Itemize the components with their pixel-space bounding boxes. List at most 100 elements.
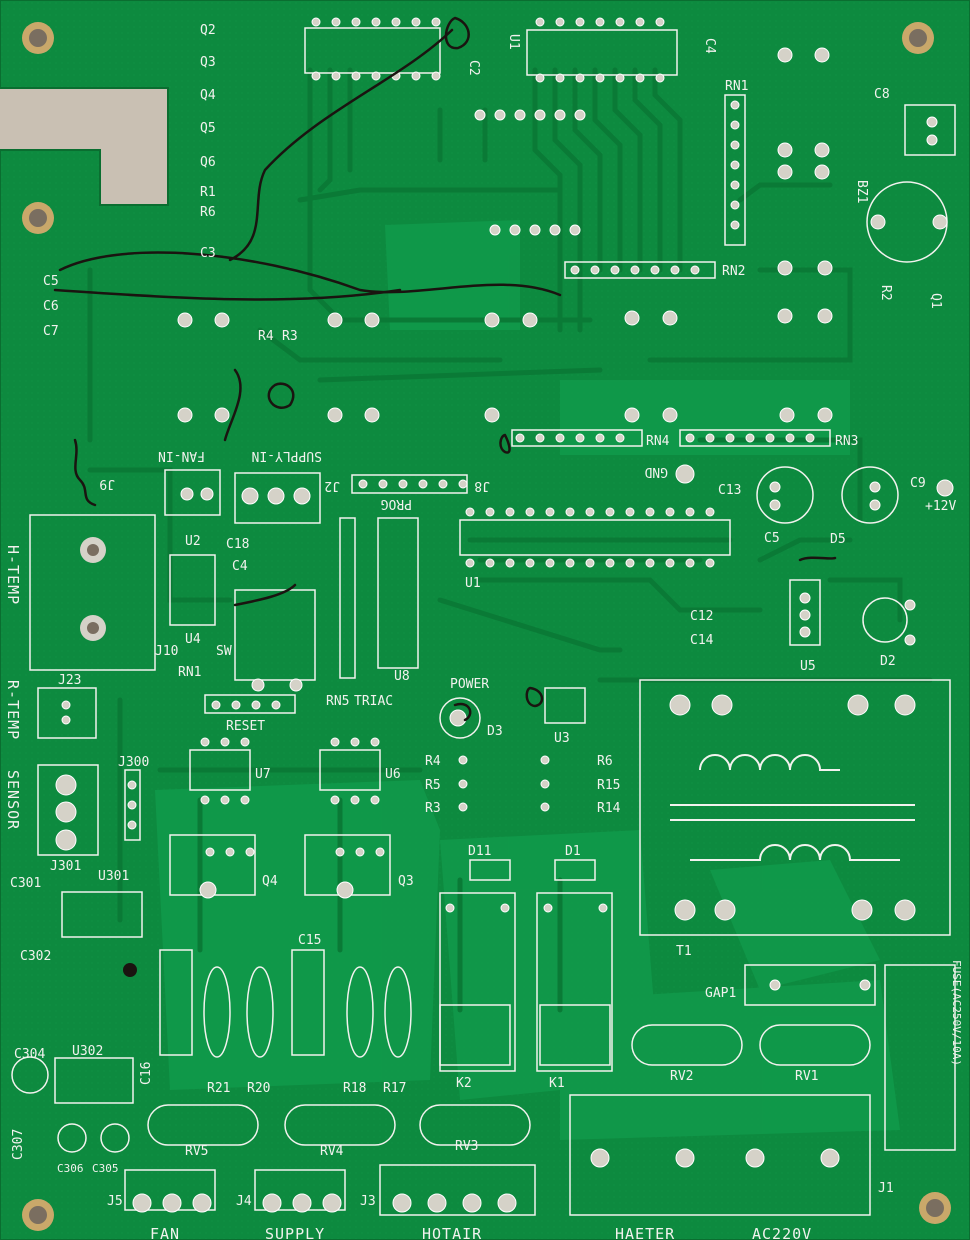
label-q4b: Q4 bbox=[262, 874, 278, 889]
label-q2: Q2 bbox=[200, 23, 216, 38]
label-rv1: RV1 bbox=[795, 1069, 818, 1084]
label-q5: Q5 bbox=[200, 121, 216, 136]
label-reset: RESET bbox=[226, 719, 265, 734]
label-r6: R6 bbox=[200, 205, 216, 220]
label-gap1: GAP1 bbox=[705, 986, 736, 1001]
label-q3: Q3 bbox=[200, 55, 216, 70]
label-rn1-top: RN1 bbox=[725, 79, 748, 94]
label-d5: D5 bbox=[830, 532, 846, 547]
label-d2: D2 bbox=[880, 654, 896, 669]
copper-pours bbox=[155, 220, 900, 1140]
label-rn4: RN4 bbox=[646, 434, 670, 449]
label-j4: J4 bbox=[236, 1194, 252, 1209]
label-fan: FAN bbox=[150, 1225, 180, 1240]
label-r1: R1 bbox=[200, 185, 216, 200]
label-u3: U3 bbox=[554, 731, 570, 746]
label-c305: C305 bbox=[92, 1162, 119, 1175]
label-j10: J10 bbox=[155, 644, 178, 659]
label-k2: K2 bbox=[456, 1076, 472, 1091]
label-d1: D1 bbox=[565, 844, 581, 859]
transformer-symbol bbox=[670, 754, 915, 861]
label-j1: J1 bbox=[878, 1181, 894, 1196]
label-c302: C302 bbox=[20, 949, 51, 964]
label-u302: U302 bbox=[72, 1044, 103, 1059]
label-r17: R17 bbox=[383, 1081, 406, 1096]
label-c304: C304 bbox=[14, 1047, 45, 1062]
ink-dot bbox=[123, 963, 137, 977]
label-j301: J301 bbox=[50, 859, 81, 874]
label-u8: U8 bbox=[394, 669, 410, 684]
label-j9: J9 bbox=[99, 476, 115, 491]
label-c13: C13 bbox=[718, 483, 741, 498]
label-ac220v: AC220V bbox=[752, 1225, 812, 1240]
label-rn3: RN3 bbox=[835, 434, 858, 449]
label-r18: R18 bbox=[343, 1081, 366, 1096]
label-h-temp: H-TEMP bbox=[4, 545, 22, 605]
label-j300: J300 bbox=[118, 755, 149, 770]
label-c15: C15 bbox=[298, 933, 321, 948]
label-r4: R4 bbox=[258, 329, 274, 344]
pads bbox=[55, 17, 954, 1213]
label-q3b: Q3 bbox=[398, 874, 414, 889]
label-u4: U4 bbox=[185, 632, 201, 647]
label-c306: C306 bbox=[57, 1162, 84, 1175]
label-c9: C9 bbox=[910, 476, 926, 491]
label-u1-top: U1 bbox=[506, 34, 521, 50]
label-fuse: FUSE(AC250V/10A) bbox=[950, 960, 963, 1066]
label-c6: C6 bbox=[43, 299, 59, 314]
label-c7: C7 bbox=[43, 324, 59, 339]
label-u5: U5 bbox=[800, 659, 816, 674]
label-bz1: BZ1 bbox=[854, 180, 869, 203]
label-r4b: R4 bbox=[425, 754, 441, 769]
silkscreen-labels: Q2 Q3 Q4 Q5 Q6 R1 R6 C3 C5 C6 C7 C2 U1 C… bbox=[4, 23, 963, 1240]
label-c301: C301 bbox=[10, 876, 41, 891]
label-c4-top: C4 bbox=[702, 38, 717, 54]
label-q4: Q4 bbox=[200, 88, 216, 103]
silkscreen-outlines bbox=[11, 27, 956, 1216]
label-hotair: HOTAIR bbox=[422, 1225, 482, 1240]
label-r3b: R3 bbox=[425, 801, 441, 816]
label-c12: C12 bbox=[690, 609, 713, 624]
label-c16: C16 bbox=[139, 1062, 154, 1085]
label-r6b: R6 bbox=[597, 754, 613, 769]
label-rn2: RN2 bbox=[722, 264, 745, 279]
label-r-temp: R-TEMP bbox=[4, 680, 22, 740]
label-u2: U2 bbox=[185, 534, 201, 549]
label-r15: R15 bbox=[597, 778, 620, 793]
label-j5: J5 bbox=[107, 1194, 123, 1209]
label-j3: J3 bbox=[360, 1194, 376, 1209]
label-u1-mid: U1 bbox=[465, 576, 481, 591]
label-rn1-mid: RN1 bbox=[178, 665, 201, 680]
label-c18: C18 bbox=[226, 537, 249, 552]
label-c5: C5 bbox=[43, 274, 59, 289]
label-c14: C14 bbox=[690, 633, 714, 648]
label-r14: R14 bbox=[597, 801, 621, 816]
label-c5-mid: C5 bbox=[764, 531, 780, 546]
label-prog: PROG bbox=[381, 496, 412, 511]
label-r2: R2 bbox=[878, 285, 893, 301]
label-r5: R5 bbox=[425, 778, 441, 793]
label-j23: J23 bbox=[58, 673, 81, 688]
label-rv4: RV4 bbox=[320, 1144, 344, 1159]
label-power: POWER bbox=[450, 677, 489, 692]
label-heater: HAETER bbox=[615, 1225, 675, 1240]
traces bbox=[87, 67, 933, 1013]
label-sw: SW bbox=[216, 644, 232, 659]
label-c8: C8 bbox=[874, 87, 890, 102]
label-c4-mid: C4 bbox=[232, 559, 248, 574]
label-u6: U6 bbox=[385, 767, 401, 782]
label-supply: SUPPLY bbox=[265, 1225, 325, 1240]
label-rv3: RV3 bbox=[455, 1139, 478, 1154]
label-rv5: RV5 bbox=[185, 1144, 208, 1159]
label-gnd: GND bbox=[644, 464, 668, 479]
label-triac: TRIAC bbox=[354, 694, 393, 709]
label-u301: U301 bbox=[98, 869, 129, 884]
label-r20: R20 bbox=[247, 1081, 270, 1096]
label-12v: +12V bbox=[925, 499, 956, 514]
label-sensor: SENSOR bbox=[4, 770, 22, 830]
label-k1: K1 bbox=[549, 1076, 565, 1091]
label-t1: T1 bbox=[676, 944, 692, 959]
label-c3: C3 bbox=[200, 246, 216, 261]
